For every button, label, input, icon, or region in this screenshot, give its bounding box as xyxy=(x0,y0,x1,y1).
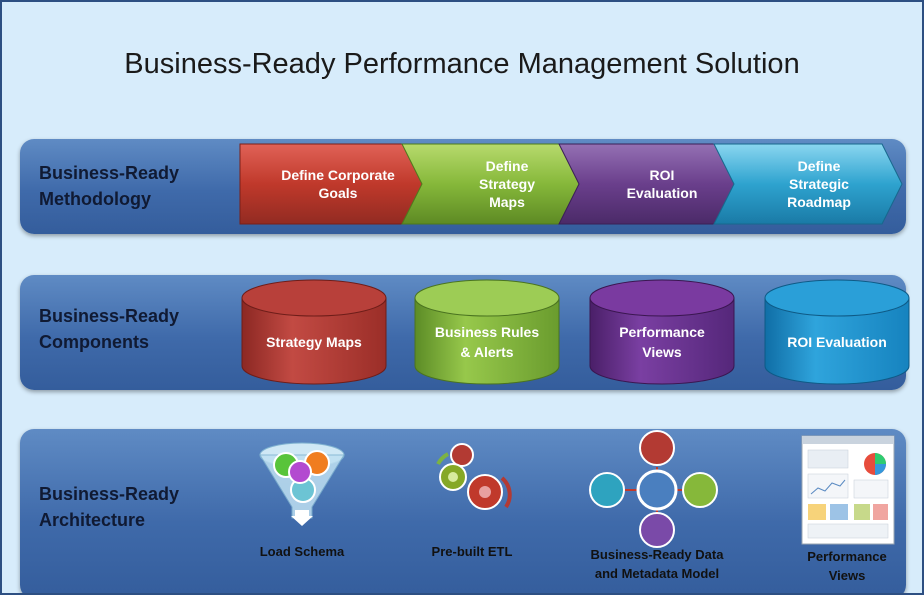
component-3-text: Performance Views xyxy=(590,320,734,364)
methodology-step-4-shape xyxy=(713,143,903,225)
component-1-text: Strategy Maps xyxy=(242,320,386,364)
methodology-step-1-line1: Define Corporate xyxy=(281,167,395,183)
components-label-line1: Business-Ready xyxy=(39,306,180,326)
methodology-step-3-line2: Evaluation xyxy=(626,185,698,201)
architecture-1-label: Load Schema xyxy=(237,542,367,561)
cylinder-performance-views xyxy=(589,279,735,385)
architecture-2-line1: Pre-built ETL xyxy=(431,544,513,559)
methodology-step-4-line1: Define xyxy=(797,158,841,174)
architecture-label-line1: Business-Ready xyxy=(39,484,180,504)
architecture-4-line1: Performance xyxy=(807,549,887,564)
architecture-label-line2: Architecture xyxy=(39,510,146,530)
component-4-line1: ROI Evaluation xyxy=(787,334,887,350)
methodology-label-line2: Methodology xyxy=(39,189,151,209)
hub-icon xyxy=(589,430,718,548)
methodology-step-2-line3: Maps xyxy=(489,194,525,210)
cylinder-strategy-maps xyxy=(241,279,387,385)
component-3-line1: Performance xyxy=(619,324,705,340)
methodology-step-3: ROI Evaluation xyxy=(587,144,737,224)
funnel-icon xyxy=(259,442,345,526)
cylinder-business-rules xyxy=(414,279,560,385)
methodology-label-line1: Business-Ready xyxy=(39,163,180,183)
architecture-1-line1: Load Schema xyxy=(259,544,345,559)
methodology-step-3-line1: ROI xyxy=(649,167,675,183)
architecture-4-label: Performance Views xyxy=(787,547,907,585)
architecture-2-label: Pre-built ETL xyxy=(407,542,537,561)
methodology-step-2-line2: Strategy xyxy=(478,176,536,192)
methodology-step-1-line2: Goals xyxy=(318,185,358,201)
component-1-line1: Strategy Maps xyxy=(266,334,362,350)
methodology-step-4-line2: Strategic xyxy=(789,176,849,192)
components-label-line2: Components xyxy=(39,332,149,352)
component-4-text: ROI Evaluation xyxy=(765,320,909,364)
component-2-line2: & Alerts xyxy=(460,344,514,360)
methodology-step-4-line3: Roadmap xyxy=(787,194,851,210)
page-title: Business-Ready Performance Management So… xyxy=(124,48,800,80)
architecture-label: Business-Ready Architecture xyxy=(39,481,179,533)
component-2-line1: Business Rules xyxy=(434,324,540,340)
architecture-3-line1: Business-Ready Data xyxy=(590,547,724,562)
component-3-line2: Views xyxy=(642,344,682,360)
component-2-text: Business Rules & Alerts xyxy=(415,320,559,364)
architecture-3-label: Business-Ready Data and Metadata Model xyxy=(562,545,752,583)
report-thumbnail-icon xyxy=(801,435,895,545)
architecture-3-line2: and Metadata Model xyxy=(594,566,720,581)
gears-icon xyxy=(436,443,512,510)
methodology-step-2-line1: Define xyxy=(485,158,529,174)
cylinder-roi-evaluation xyxy=(764,279,910,385)
methodology-label: Business-Ready Methodology xyxy=(39,160,179,212)
architecture-4-line2: Views xyxy=(828,568,866,583)
components-label: Business-Ready Components xyxy=(39,303,179,355)
